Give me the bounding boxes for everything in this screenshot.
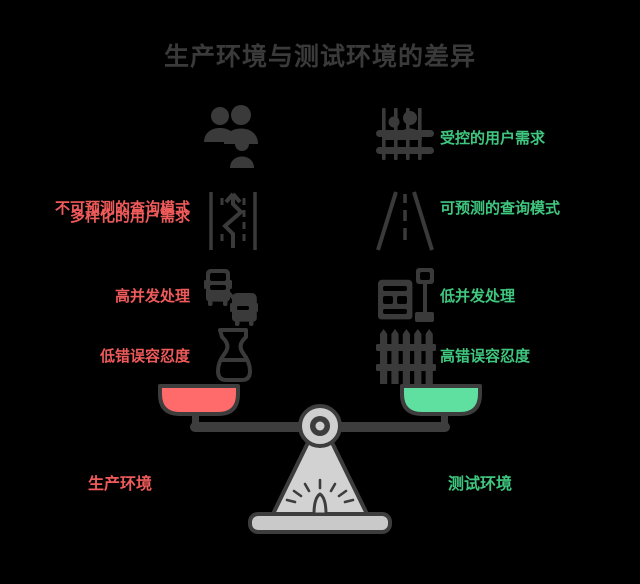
single-parked-car-icon <box>370 262 440 332</box>
row-left-label: 高并发处理 <box>114 287 190 305</box>
row-right-label: 受控的用户需求 <box>440 129 546 147</box>
winding-road-icon <box>198 186 268 256</box>
row-left-label: 不可预测的查询模式 <box>54 199 190 217</box>
scale-left-label: 生产环境 <box>87 474 152 493</box>
comparison-row: 多样化的用户需求 <box>0 96 640 225</box>
scale-right-label: 测试环境 <box>447 474 512 493</box>
comparison-row: 不可预测的查询模式 <box>0 186 640 276</box>
comparison-row: 高并发处理 <box>0 262 640 352</box>
fence-icon <box>370 322 440 392</box>
traffic-jam-icon <box>198 262 268 332</box>
comparison-row: 低错误容忍度 高错误容忍度 <box>0 322 640 412</box>
row-right-label: 低并发处理 <box>440 287 516 305</box>
group-of-people-icon <box>198 100 268 170</box>
page-title: 生产环境与测试环境的差异 <box>163 42 476 71</box>
row-left-label: 低错误容忍度 <box>99 347 190 365</box>
fragile-vase-icon <box>198 322 268 392</box>
row-right-label: 高错误容忍度 <box>440 347 531 365</box>
straight-road-icon <box>370 186 440 256</box>
balance-scale-icon <box>150 378 490 538</box>
row-right-label: 可预测的查询模式 <box>440 199 561 217</box>
row-left-label: 多样化的用户需求 <box>69 207 190 225</box>
fenced-crowd-icon <box>370 100 440 170</box>
